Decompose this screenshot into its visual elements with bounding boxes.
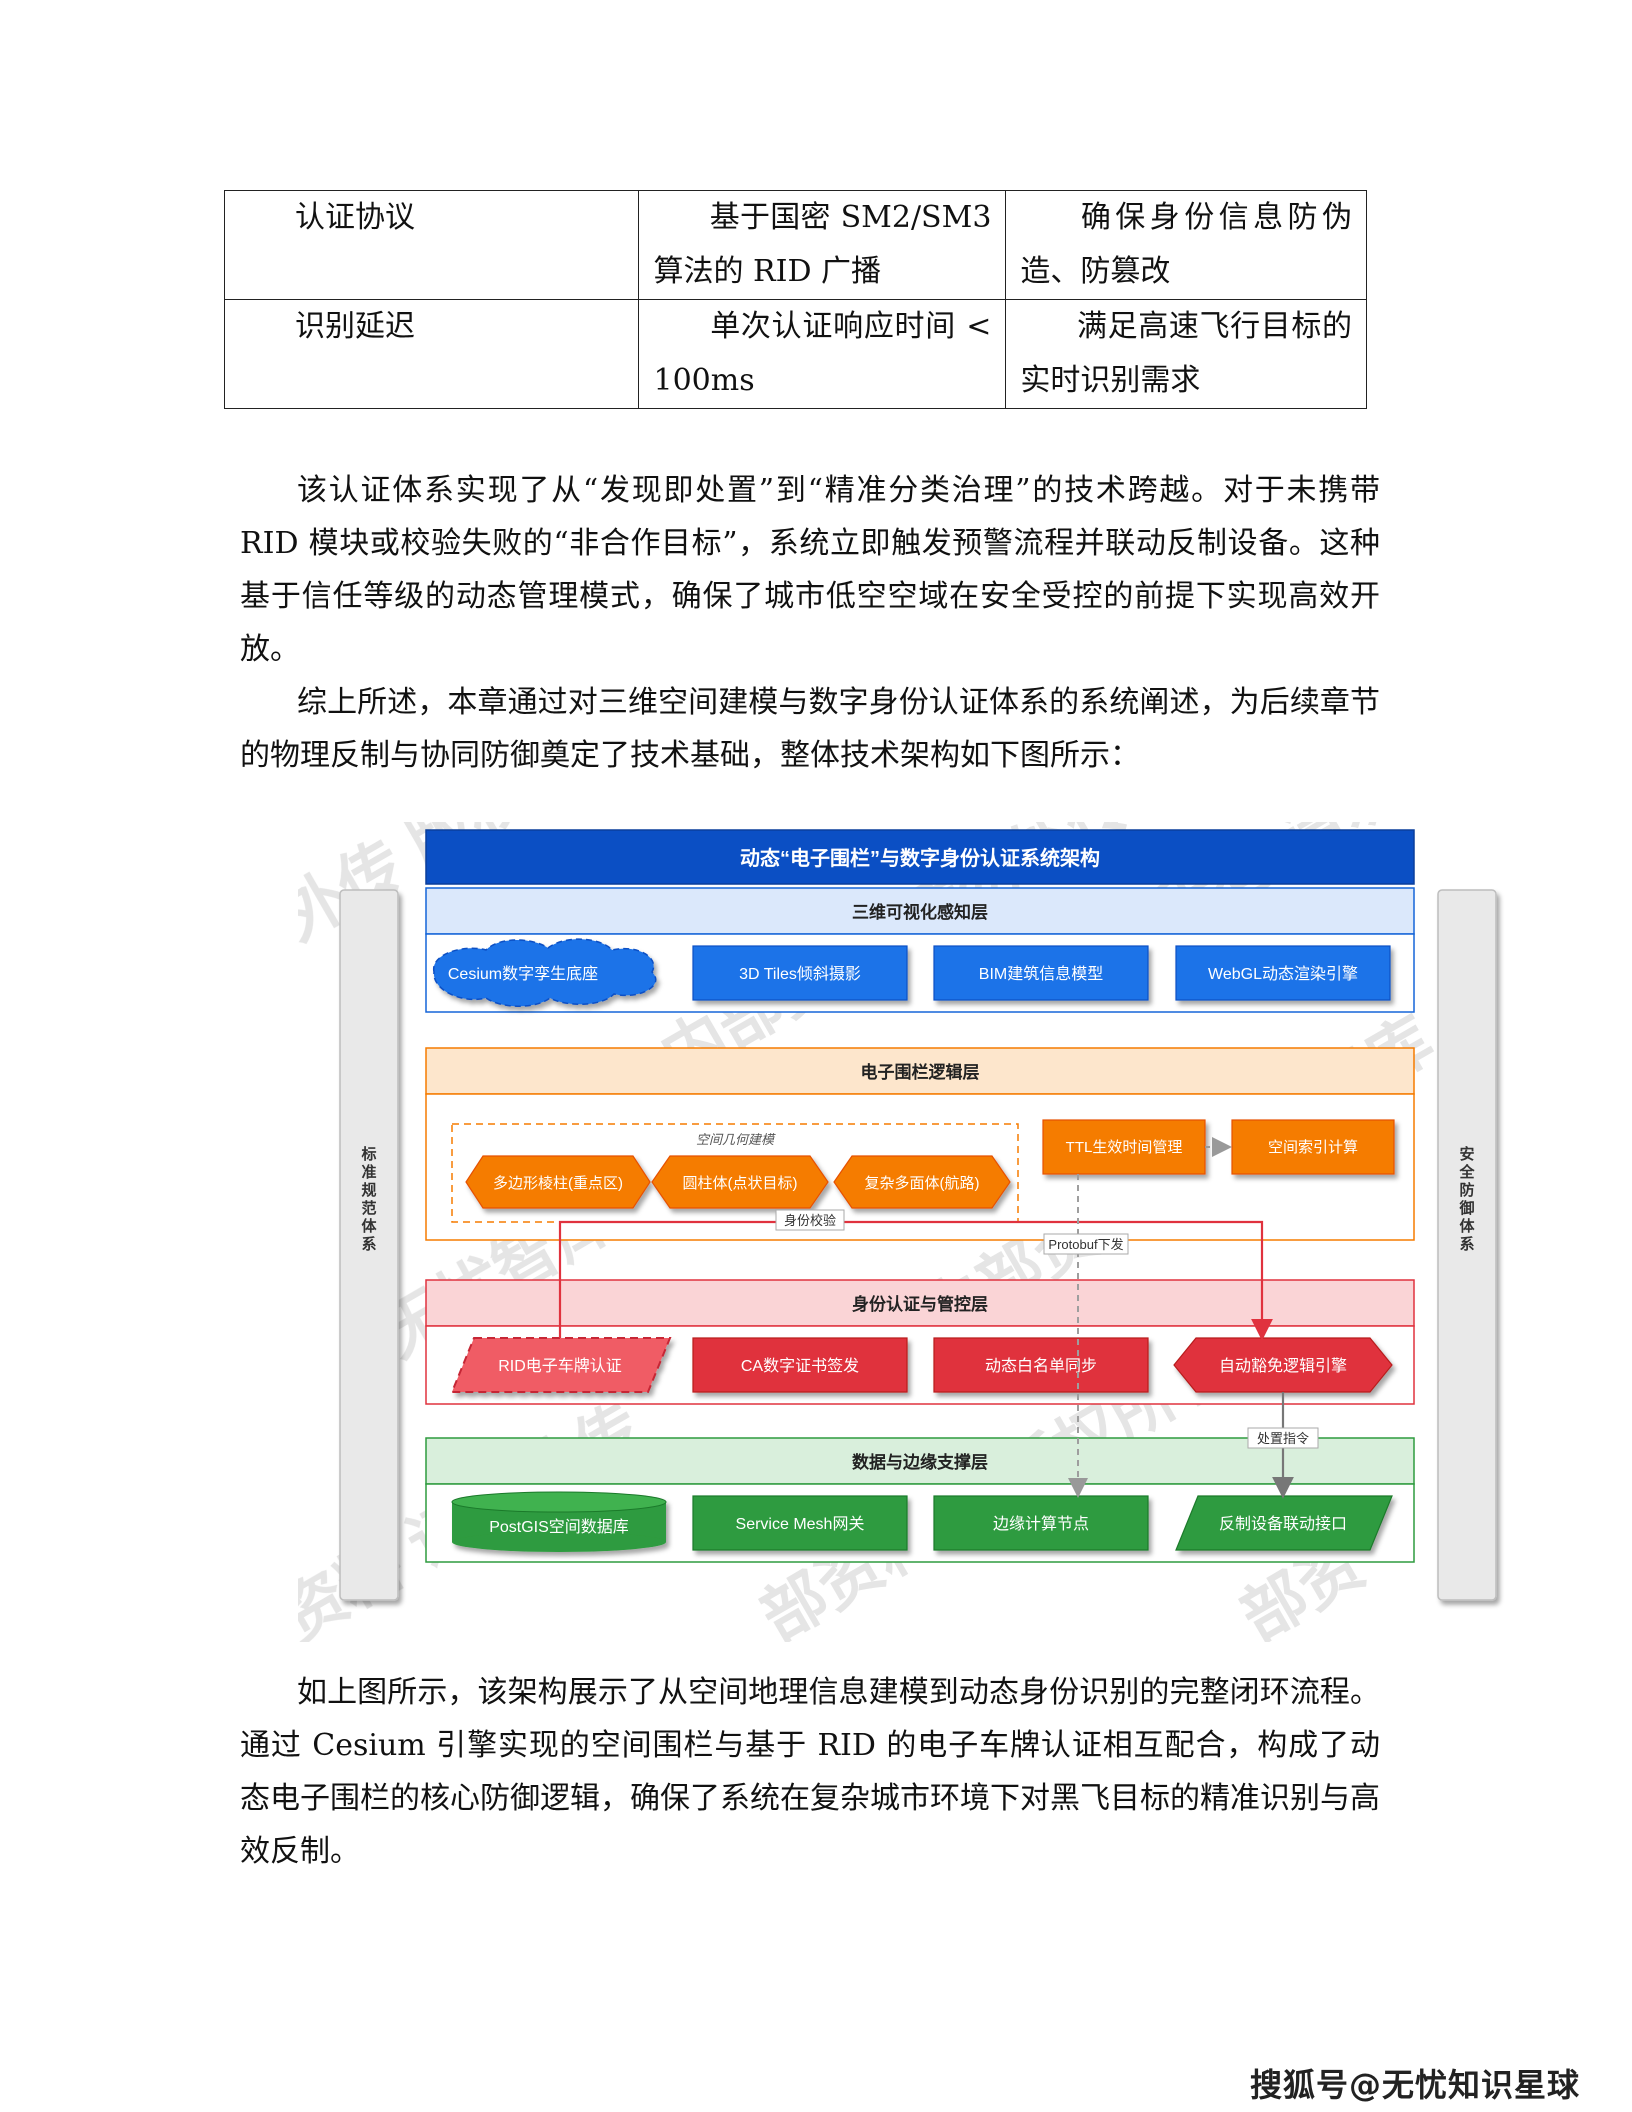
cell-text: 确保身份信息防伪造、防篡改: [1020, 200, 1352, 289]
node-label: 边缘计算节点: [993, 1514, 1089, 1533]
architecture-diagram: 外传 版权所有 内部资料 请勿外传 版权所有 请勿 ©无忧智库 版权所有 内部资…: [298, 822, 1550, 1642]
node-ca-cert: [692, 1337, 908, 1393]
left-pillar: [339, 889, 399, 1601]
node-label: TTL生效时间管理: [1066, 1139, 1183, 1156]
layer-vis-label: 三维可视化感知层: [852, 902, 988, 922]
node-label: 复杂多面体(航路): [865, 1174, 980, 1192]
paragraph: 该认证体系实现了从“发现即处置”到“精准分类治理”的技术跨越。对于未携带 RID…: [240, 473, 1380, 667]
node-label: Cesium数字孪生底座: [448, 965, 598, 983]
node-service-mesh: [692, 1495, 908, 1551]
edge-label-auth-check: 身份校验: [784, 1213, 836, 1228]
edge-label-command: 处置指令: [1257, 1431, 1309, 1446]
node-polygon-prism: [465, 1155, 651, 1209]
pillar-char: 体: [1459, 1217, 1475, 1235]
node-countermeasure-api: [1175, 1495, 1393, 1551]
paragraph: 如上图所示，该架构展示了从空间地理信息建模到动态身份识别的完整闭环流程。通过 C…: [240, 1675, 1380, 1869]
pillar-char: 系: [361, 1236, 376, 1253]
node-bim: [933, 945, 1149, 1001]
node-exemption-engine: [1173, 1337, 1393, 1393]
table-cell: 基于国密 SM2/SM3 算法的 RID 广播: [638, 190, 1007, 300]
diagram-title-bar: [425, 829, 1415, 885]
layer-fence-header: [425, 1047, 1415, 1095]
right-pillar-label: 安全防御体系: [1458, 1145, 1475, 1253]
table-cell: 识别延迟: [223, 299, 640, 409]
pillar-char: 防: [1459, 1181, 1474, 1199]
edge-label-box: [1247, 1427, 1319, 1449]
node-label: 空间索引计算: [1268, 1138, 1358, 1156]
table-cell: 认证协议: [223, 190, 640, 300]
node-label: BIM建筑信息模型: [979, 965, 1103, 983]
node-label: CA数字证书签发: [741, 1357, 859, 1375]
pillar-char: 标: [360, 1145, 376, 1163]
node-edge-compute: [933, 1495, 1149, 1551]
table-cell: 确保身份信息防伪造、防篡改: [1005, 190, 1367, 300]
pillar-char: 准: [361, 1163, 376, 1181]
table-row: 认证协议 基于国密 SM2/SM3 算法的 RID 广播 确保身份信息防伪造、防…: [223, 190, 1367, 300]
edge-auth-check: [558, 1220, 1273, 1341]
table-row: 识别延迟 单次认证响应时间 < 100ms 满足高速飞行目标的实时识别需求: [223, 299, 1367, 409]
diagram-title: 动态“电子围栏”与数字身份认证系统架构: [740, 846, 1100, 870]
paragraph: 综上所述，本章通过对三维空间建模与数字身份认证体系的系统阐述，为后续章节的物理反…: [240, 685, 1380, 773]
cell-text: 基于国密 SM2/SM3 算法的 RID 广播: [653, 200, 992, 289]
pillar-char: 御: [1458, 1199, 1474, 1217]
node-polyhedron: [833, 1155, 1011, 1209]
pillar-char: 全: [1458, 1163, 1475, 1181]
node-label: RID电子车牌认证: [498, 1357, 622, 1375]
node-spatial-index: [1231, 1119, 1395, 1175]
cell-text: 单次认证响应时间 < 100ms: [653, 309, 992, 398]
node-3dtiles: [692, 945, 908, 1001]
edge-label-box: [775, 1209, 845, 1231]
pillar-char: 规: [361, 1182, 376, 1199]
node-label: WebGL动态渲染引擎: [1208, 965, 1358, 983]
pillar-char: 安: [1459, 1145, 1474, 1163]
edge-label-box: [1043, 1233, 1129, 1255]
left-pillar-label: 标准规范体系: [360, 1145, 377, 1253]
edge-label-protobuf: Protobuf下发: [1048, 1237, 1123, 1252]
node-label: PostGIS空间数据库: [489, 1518, 629, 1536]
node-cylinder: [651, 1155, 829, 1209]
node-label: 圆柱体(点状目标): [683, 1175, 798, 1192]
node-label: 多边形棱柱(重点区): [493, 1175, 623, 1192]
node-label: Service Mesh网关: [736, 1515, 865, 1533]
node-whitelist: [933, 1337, 1149, 1393]
pillar-char: 范: [361, 1199, 376, 1217]
node-label: 自动豁免逻辑引擎: [1219, 1357, 1347, 1375]
architecture-svg: 外传 版权所有 内部资料 请勿外传 版权所有 请勿 ©无忧智库 版权所有 内部资…: [298, 822, 1497, 1642]
node-postgis: [451, 1491, 667, 1552]
layer-vis-header: [425, 887, 1415, 935]
pillar-char: 体: [361, 1217, 377, 1235]
table-cell: 满足高速飞行目标的实时识别需求: [1005, 299, 1367, 409]
spec-table: 认证协议 基于国密 SM2/SM3 算法的 RID 广播 确保身份信息防伪造、防…: [223, 190, 1367, 409]
table-cell: 单次认证响应时间 < 100ms: [638, 299, 1007, 409]
node-webgl: [1175, 945, 1391, 1001]
layer-data-label: 数据与边缘支撑层: [852, 1452, 988, 1472]
node-label: 反制设备联动接口: [1219, 1515, 1347, 1533]
right-pillar: [1437, 889, 1497, 1601]
pillar-char: 系: [1459, 1236, 1474, 1253]
cell-text: 满足高速飞行目标的实时识别需求: [1020, 309, 1352, 398]
node-rid-plate: [450, 1337, 672, 1393]
node-cesium: [433, 938, 657, 1007]
geometry-group: [451, 1123, 1019, 1223]
node-label: 3D Tiles倾斜摄影: [739, 965, 861, 983]
layer-auth-label: 身份认证与管控层: [852, 1294, 988, 1314]
node-ttl: [1042, 1119, 1206, 1175]
footer-watermark: 搜狐号@无忧知识星球: [1249, 2066, 1580, 2104]
geometry-group-label: 空间几何建模: [696, 1132, 776, 1147]
node-label: 动态白名单同步: [985, 1357, 1097, 1375]
layer-fence-label: 电子围栏逻辑层: [861, 1062, 980, 1082]
